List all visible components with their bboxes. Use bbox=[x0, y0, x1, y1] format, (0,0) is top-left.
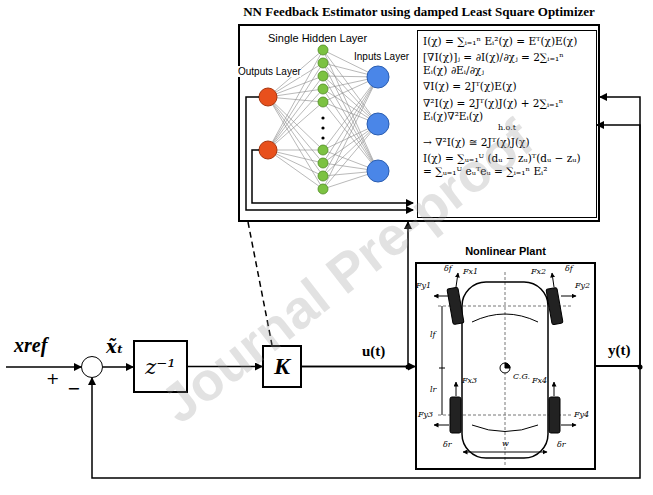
edge-label: u(t) bbox=[362, 343, 385, 360]
force-label: Fy3 bbox=[418, 410, 433, 419]
watermark: Journal Pre-proof bbox=[149, 107, 544, 435]
force-label: Fx1 bbox=[463, 267, 478, 276]
illustration-stroke bbox=[434, 296, 449, 297]
input-neuron bbox=[367, 66, 389, 88]
illustration-stroke bbox=[561, 425, 576, 426]
hidden-neuron bbox=[318, 45, 328, 55]
output-neuron bbox=[259, 141, 277, 159]
illustration-stroke bbox=[442, 306, 443, 415]
node-text: Nonlinear Plant bbox=[407, 245, 604, 257]
force-label: Fy2 bbox=[575, 281, 590, 290]
summing-junction: +− bbox=[81, 356, 103, 378]
illustration-stroke bbox=[472, 425, 538, 432]
input-neuron bbox=[367, 113, 389, 135]
output-neuron bbox=[259, 88, 277, 106]
illustration-stroke bbox=[447, 287, 464, 324]
illustration-stroke bbox=[450, 397, 461, 433]
illustration-stroke bbox=[549, 397, 560, 433]
force-label: Fy4 bbox=[574, 410, 589, 419]
dimension-label: w bbox=[502, 439, 509, 448]
illustration-stroke bbox=[472, 314, 538, 322]
connector bbox=[596, 125, 640, 366]
hidden-neuron bbox=[318, 171, 328, 181]
illustration-stroke bbox=[554, 382, 555, 396]
hidden-neuron bbox=[318, 158, 328, 168]
illustration-stroke bbox=[561, 296, 576, 297]
illustration-stroke bbox=[456, 382, 457, 396]
illustration-stroke bbox=[505, 363, 510, 368]
layer-label: Inputs Layer bbox=[354, 51, 409, 62]
illustration-stroke bbox=[456, 273, 458, 287]
node-text: + bbox=[46, 369, 59, 388]
force-label: Fx4 bbox=[532, 376, 547, 385]
illustration-stroke bbox=[552, 273, 554, 287]
angle-label: δr bbox=[557, 440, 566, 449]
hidden-neuron bbox=[318, 97, 328, 107]
hidden-neuron bbox=[318, 84, 328, 94]
node-text: − bbox=[67, 379, 80, 398]
force-label: Fx3 bbox=[462, 376, 477, 385]
signal-name: y(t) bbox=[608, 342, 631, 359]
edge-label: x̃ₜ bbox=[106, 336, 123, 357]
angle-label: δf bbox=[565, 264, 573, 273]
network-stroke bbox=[268, 76, 323, 150]
network-stroke bbox=[323, 77, 378, 150]
angle-label: δf bbox=[444, 264, 452, 273]
output-wire bbox=[252, 150, 413, 203]
hidden-neuron bbox=[318, 145, 328, 155]
output-wire bbox=[246, 97, 413, 210]
network-stroke bbox=[323, 124, 378, 189]
node-text: [∇I(χ)]ⱼ = ∂I(χ)/∂χⱼ = 2∑ᵢ₌₁ⁿ Eᵢ(χ) ∂Eᵢ/… bbox=[423, 51, 591, 77]
hidden-neuron bbox=[318, 184, 328, 194]
illustration-stroke bbox=[434, 425, 449, 426]
node-text: ∇I(χ) = 2Jᵀ(χ)E(χ) bbox=[423, 80, 591, 93]
signal-name: xref bbox=[14, 334, 47, 357]
ellipsis-dot bbox=[321, 126, 324, 129]
illustration-stroke bbox=[546, 287, 563, 324]
connector bbox=[596, 97, 640, 366]
network-stroke bbox=[323, 50, 378, 171]
network-stroke bbox=[268, 97, 323, 150]
node-text: I(χ) = ∑ᵢ₌₁ⁿ Eᵢ²(χ) = Eᵀ(χ)E(χ) bbox=[423, 35, 591, 48]
network-stroke bbox=[268, 97, 323, 189]
illustration-stroke bbox=[462, 282, 548, 458]
input-neuron bbox=[367, 160, 389, 182]
illustration-stroke bbox=[439, 368, 445, 369]
dimension-label: lr bbox=[430, 385, 436, 394]
ellipsis-dot bbox=[321, 116, 324, 119]
illustration-stroke bbox=[500, 363, 510, 373]
angle-label: δr bbox=[443, 440, 452, 449]
layer-label: Outputs Layer bbox=[238, 66, 301, 77]
ellipsis-dot bbox=[321, 136, 324, 139]
force-label: Fy1 bbox=[416, 281, 431, 290]
network-stroke bbox=[268, 150, 323, 189]
illustration-stroke bbox=[463, 452, 547, 453]
reference-wire bbox=[6, 366, 81, 368]
dimension-label: lf bbox=[430, 330, 436, 339]
plant-box: Nonlinear Plant bbox=[415, 262, 596, 470]
network-stroke bbox=[268, 97, 323, 176]
cg-label: C.G. bbox=[513, 372, 530, 381]
hidden-neuron bbox=[318, 71, 328, 81]
hidden-neuron bbox=[318, 58, 328, 68]
connector bbox=[103, 366, 133, 368]
node-text: NN Feedback Estimator using damped Least… bbox=[210, 4, 628, 20]
vehicle-drawing bbox=[434, 272, 576, 465]
force-label: Fx2 bbox=[531, 267, 546, 276]
layer-label: Single Hidden Layer bbox=[268, 32, 367, 44]
